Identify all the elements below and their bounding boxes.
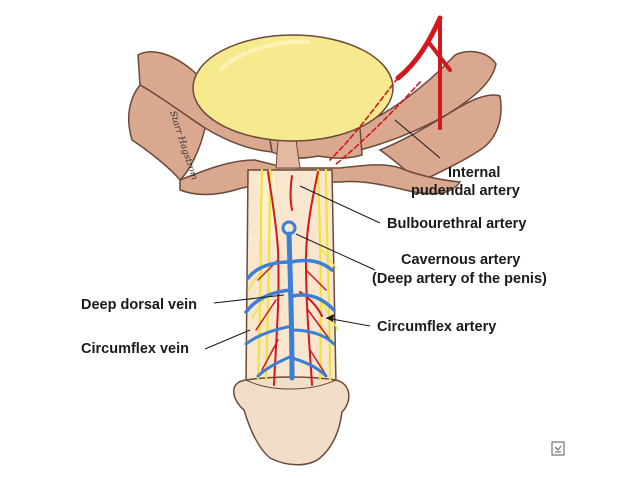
label-deep-dorsal-vein: Deep dorsal vein bbox=[81, 297, 197, 313]
glans bbox=[233, 376, 350, 466]
page-icon bbox=[551, 441, 565, 456]
internal-pudendal-artery bbox=[329, 15, 452, 166]
penile-veins bbox=[244, 220, 336, 381]
label-circumflex-artery: Circumflex artery bbox=[377, 319, 496, 335]
label-cavernous-artery-line1: Cavernous artery bbox=[401, 252, 520, 268]
bladder bbox=[192, 34, 394, 142]
leader-lines bbox=[204, 119, 441, 350]
label-internal-pudendal-line1: Internal bbox=[448, 165, 500, 181]
label-internal-pudendal-line2: pudendal artery bbox=[411, 183, 520, 199]
label-circumflex-vein: Circumflex vein bbox=[81, 341, 189, 357]
dorsal-nerves bbox=[247, 168, 339, 382]
label-bulbourethral-artery: Bulbourethral artery bbox=[387, 216, 526, 232]
label-cavernous-artery-line2: (Deep artery of the penis) bbox=[372, 271, 547, 287]
